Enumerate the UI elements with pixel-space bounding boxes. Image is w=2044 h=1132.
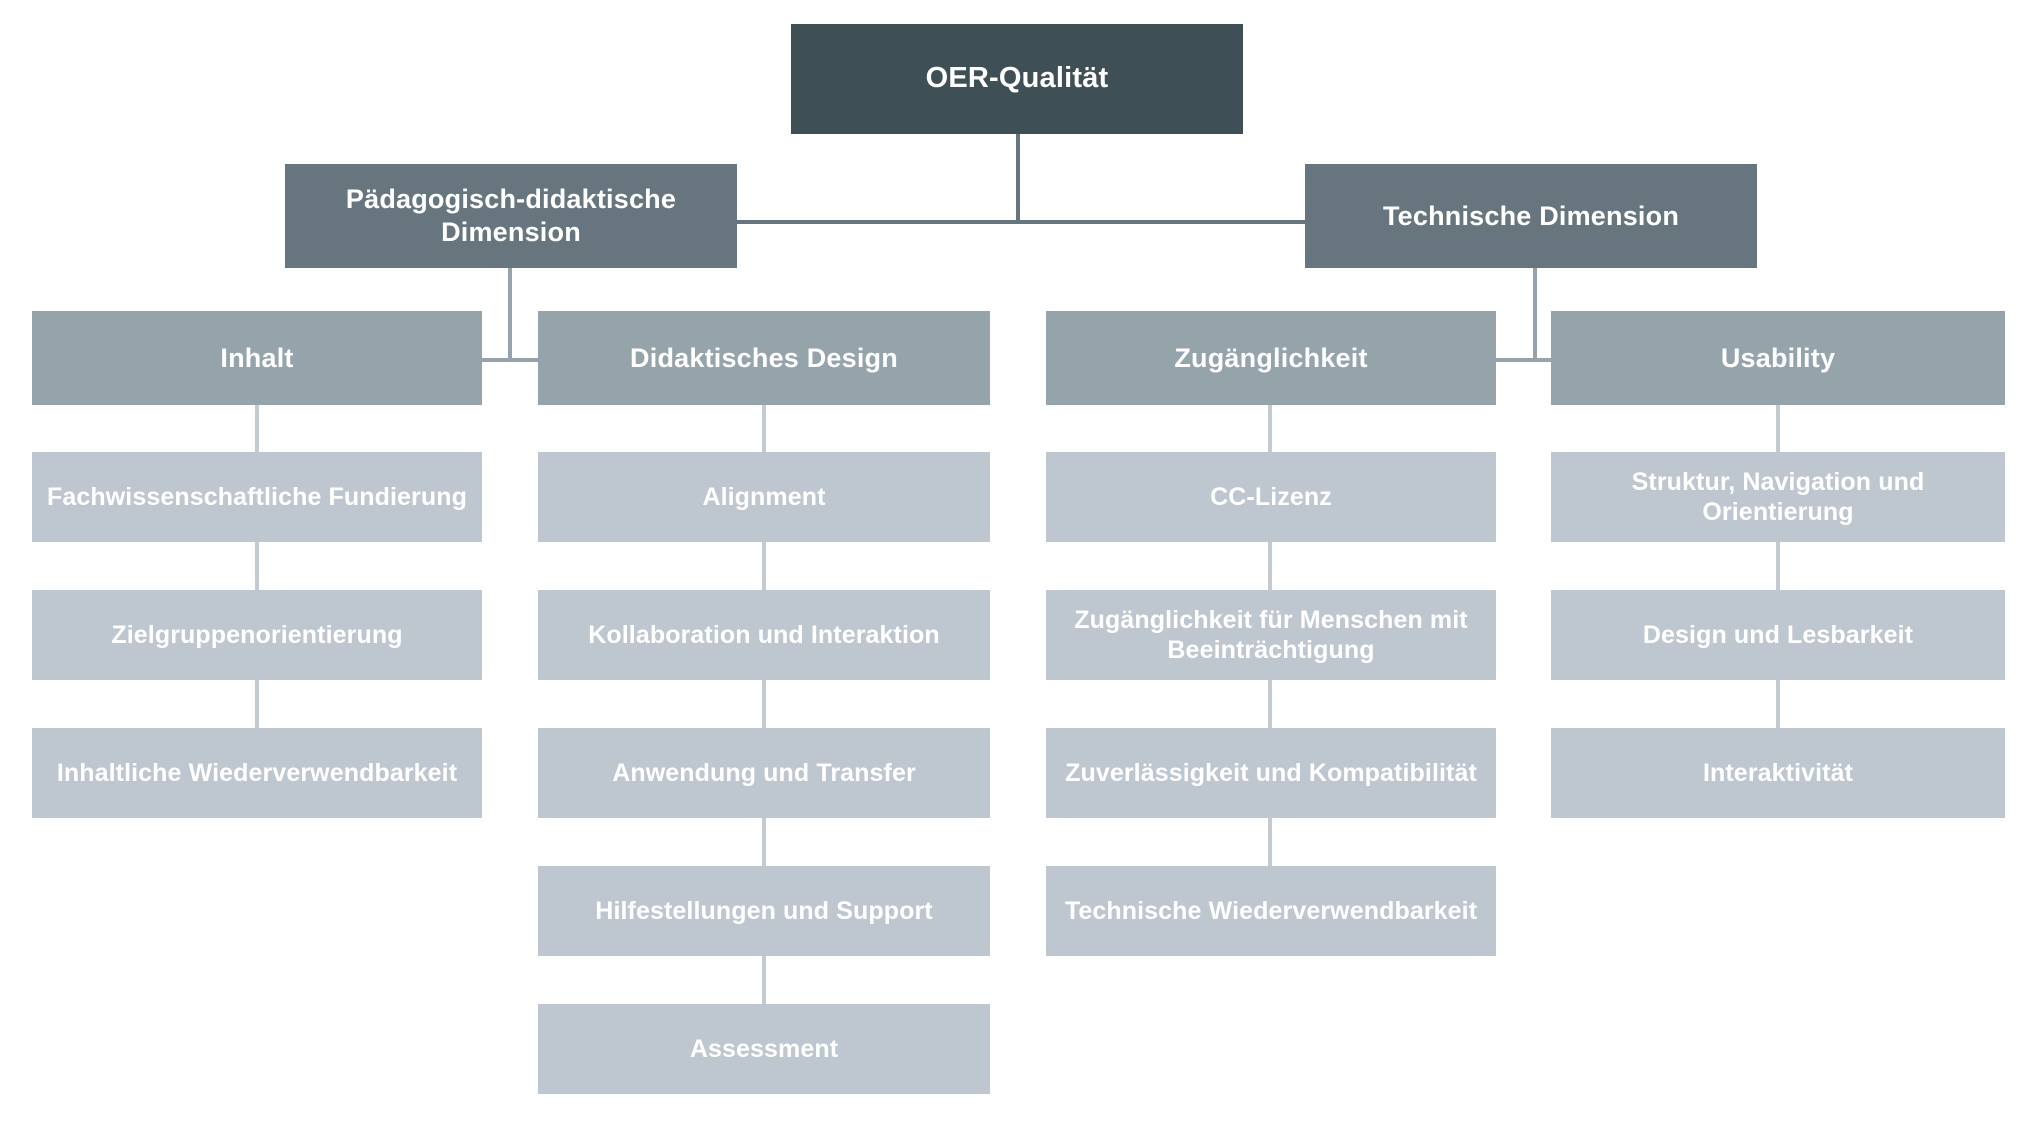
node-category-label: Zugänglichkeit	[1174, 342, 1368, 373]
node-criterion-zielgruppenorientierung[interactable]: Zielgruppenorientierung	[32, 590, 482, 680]
node-category-label: Usability	[1720, 342, 1836, 373]
node-dimension-paedagogisch-didaktisch[interactable]: Pädagogisch-didaktische Dimension	[285, 164, 737, 268]
node-criterion-label: Assessment	[689, 1034, 839, 1063]
node-criterion-anwendung-und-transfer[interactable]: Anwendung und Transfer	[538, 728, 990, 818]
node-criterion-technische-wiederverwendbarkeit[interactable]: Technische Wiederverwendbarkeit	[1046, 866, 1496, 956]
node-criterion-interaktivitaet[interactable]: Interaktivität	[1551, 728, 2005, 818]
node-criterion-label: CC-Lizenz	[1210, 482, 1332, 511]
node-criterion-label: Design und Lesbarkeit	[1642, 620, 1914, 649]
node-category-label: Inhalt	[220, 342, 294, 373]
node-criterion-struktur-navigation-orientierung[interactable]: Struktur, Navigation und Orientierung	[1551, 452, 2005, 542]
node-category-zugaenglichkeit[interactable]: Zugänglichkeit	[1046, 311, 1496, 405]
node-criterion-label: Anwendung und Transfer	[612, 758, 916, 787]
node-criterion-label: Technische Wiederverwendbarkeit	[1064, 896, 1478, 925]
node-criterion-label: Zugänglichkeit für Menschen mit Beeinträ…	[1074, 605, 1468, 665]
node-criterion-zugaenglichkeit-beeintraechtigung[interactable]: Zugänglichkeit für Menschen mit Beeinträ…	[1046, 590, 1496, 680]
node-category-usability[interactable]: Usability	[1551, 311, 2005, 405]
connector-dim-left-stem	[508, 268, 512, 362]
node-criterion-label: Alignment	[702, 482, 826, 511]
node-criterion-inhaltliche-wiederverwendbarkeit[interactable]: Inhaltliche Wiederverwendbarkeit	[32, 728, 482, 818]
node-criterion-label: Inhaltliche Wiederverwendbarkeit	[56, 758, 458, 787]
node-criterion-assessment[interactable]: Assessment	[538, 1004, 990, 1094]
connector-dimension-bus	[736, 220, 1306, 224]
connector-root-stem	[1016, 134, 1020, 224]
node-category-label: Didaktisches Design	[630, 342, 898, 373]
connector-category-bus-left	[482, 358, 540, 362]
node-criterion-label: Zuverlässigkeit und Kompatibilität	[1065, 758, 1477, 787]
node-root-label: OER-Qualität	[925, 62, 1109, 95]
node-criterion-kollaboration-und-interaktion[interactable]: Kollaboration und Interaktion	[538, 590, 990, 680]
node-criterion-label: Fachwissenschaftliche Fundierung	[47, 482, 467, 511]
node-category-inhalt[interactable]: Inhalt	[32, 311, 482, 405]
connector-category-bus-right	[1491, 358, 1555, 362]
node-criterion-alignment[interactable]: Alignment	[538, 452, 990, 542]
node-criterion-fachwissenschaftliche-fundierung[interactable]: Fachwissenschaftliche Fundierung	[32, 452, 482, 542]
node-criterion-label: Hilfestellungen und Support	[595, 896, 933, 925]
node-criterion-hilfestellungen-und-support[interactable]: Hilfestellungen und Support	[538, 866, 990, 956]
node-dimension-label: Technische Dimension	[1382, 200, 1680, 231]
node-criterion-label: Zielgruppenorientierung	[111, 620, 403, 649]
node-root-oer-qualitaet[interactable]: OER-Qualität	[791, 24, 1243, 134]
node-criterion-label: Struktur, Navigation und Orientierung	[1631, 467, 1925, 527]
node-criterion-design-und-lesbarkeit[interactable]: Design und Lesbarkeit	[1551, 590, 2005, 680]
node-criterion-label: Kollaboration und Interaktion	[588, 620, 940, 649]
node-category-didaktisches-design[interactable]: Didaktisches Design	[538, 311, 990, 405]
node-criterion-label: Interaktivität	[1702, 758, 1854, 787]
node-dimension-technisch[interactable]: Technische Dimension	[1305, 164, 1757, 268]
connector-dim-right-stem	[1533, 268, 1537, 362]
node-criterion-cc-lizenz[interactable]: CC-Lizenz	[1046, 452, 1496, 542]
node-dimension-label: Pädagogisch-didaktische Dimension	[345, 184, 677, 247]
node-criterion-zuverlaessigkeit-und-kompatibilitaet[interactable]: Zuverlässigkeit und Kompatibilität	[1046, 728, 1496, 818]
